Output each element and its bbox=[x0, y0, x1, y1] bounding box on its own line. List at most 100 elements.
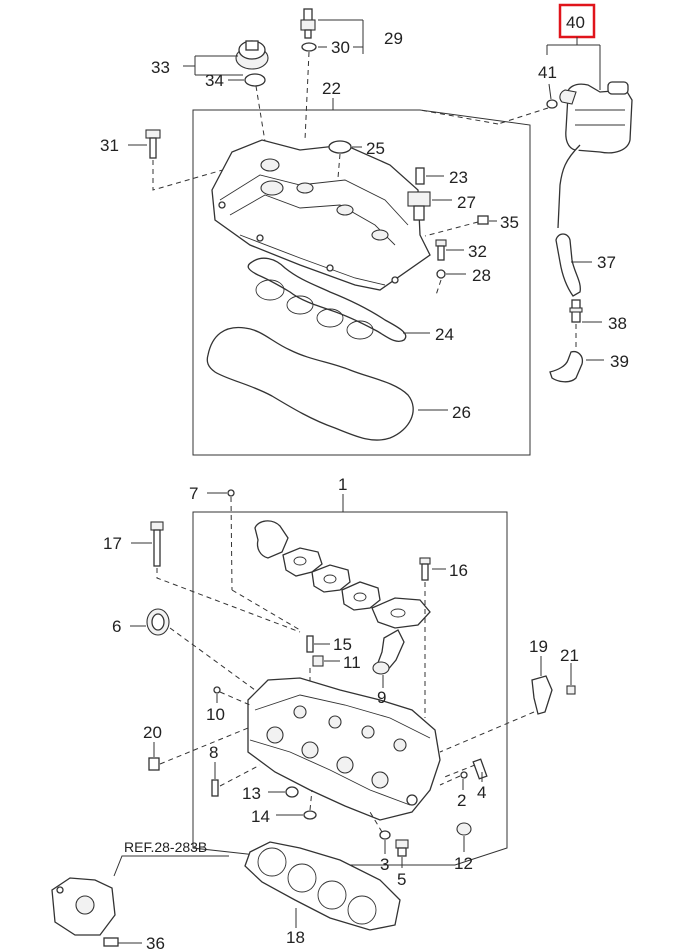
callout-29: 29 bbox=[384, 29, 403, 48]
callout-40: 40 bbox=[566, 13, 585, 32]
bolt-23 bbox=[415, 167, 425, 185]
cap-gasket bbox=[244, 73, 266, 87]
bolt-36 bbox=[103, 937, 119, 947]
plug-5 bbox=[395, 839, 409, 857]
callout-23: 23 bbox=[449, 168, 468, 187]
dash-4 bbox=[441, 764, 476, 779]
cylinder-head-gasket bbox=[244, 841, 401, 931]
water-outlet-fitting bbox=[372, 629, 405, 675]
callout-10: 10 bbox=[206, 705, 225, 724]
callout-36: 36 bbox=[146, 934, 165, 950]
callout-19: 19 bbox=[529, 637, 548, 656]
plug-11 bbox=[312, 655, 324, 667]
cap-bolt bbox=[419, 557, 431, 581]
leader-33 bbox=[183, 55, 243, 76]
ref-component bbox=[51, 877, 116, 936]
washer-41 bbox=[546, 99, 558, 109]
dash-35 bbox=[424, 221, 479, 237]
dash-31 bbox=[152, 160, 241, 191]
callout-17: 17 bbox=[103, 534, 122, 553]
callout-21: 21 bbox=[560, 646, 579, 665]
callout-20: 20 bbox=[143, 723, 162, 742]
leader-41 bbox=[548, 83, 552, 100]
seal-3 bbox=[379, 830, 391, 840]
callout-9: 9 bbox=[377, 688, 386, 707]
dash-28 bbox=[435, 279, 442, 296]
seal-14 bbox=[303, 810, 317, 820]
callout-15: 15 bbox=[333, 635, 352, 654]
callout-26: 26 bbox=[452, 403, 471, 422]
hose-connector bbox=[569, 299, 583, 323]
callout-11: 11 bbox=[343, 653, 361, 672]
dash-17 bbox=[156, 568, 301, 633]
stud-15 bbox=[306, 635, 314, 653]
breather-pipe bbox=[557, 144, 581, 229]
callout-7: 7 bbox=[189, 484, 198, 503]
dash-6 bbox=[169, 627, 256, 691]
bolt-21 bbox=[566, 685, 576, 695]
return-hose bbox=[549, 350, 584, 383]
ref-leader bbox=[113, 855, 229, 877]
callout-34: 34 bbox=[205, 71, 224, 90]
dash-2 bbox=[439, 775, 461, 786]
dash-7b bbox=[231, 589, 301, 631]
callout-39: 39 bbox=[610, 352, 629, 371]
callout-13: 13 bbox=[242, 784, 261, 803]
callout-1: 1 bbox=[338, 475, 347, 494]
callout-25: 25 bbox=[366, 139, 385, 158]
head-bolt bbox=[150, 521, 164, 567]
lifting-bracket bbox=[531, 675, 553, 715]
callout-33: 33 bbox=[151, 58, 170, 77]
bolt-35 bbox=[477, 215, 489, 225]
callout-35: 35 bbox=[500, 213, 519, 232]
cover-gasket bbox=[206, 326, 414, 441]
dash-20 bbox=[159, 727, 249, 765]
dash-3 bbox=[369, 811, 383, 833]
cylinder-head-cover bbox=[211, 139, 431, 291]
callout-22: 22 bbox=[322, 79, 341, 98]
dowel-pin bbox=[227, 489, 235, 497]
camshaft-oil-seal bbox=[146, 608, 170, 636]
head-group-frame bbox=[192, 511, 508, 866]
callout-5: 5 bbox=[397, 870, 406, 889]
bolt-32 bbox=[435, 239, 447, 261]
dash-10 bbox=[219, 691, 251, 706]
bolt-20 bbox=[148, 757, 160, 771]
dash-34 bbox=[255, 85, 269, 161]
washer-28 bbox=[436, 269, 446, 279]
cylinder-head bbox=[247, 677, 441, 821]
plug-12 bbox=[456, 822, 472, 836]
callout-31: 31 bbox=[100, 136, 119, 155]
cover-seal bbox=[328, 140, 352, 154]
dash-7 bbox=[230, 496, 233, 591]
pin-2 bbox=[460, 771, 468, 779]
callout-38: 38 bbox=[608, 314, 627, 333]
callout-8: 8 bbox=[209, 743, 218, 762]
plug-washer bbox=[301, 42, 317, 52]
breather-hose bbox=[555, 233, 581, 297]
cover-bolt bbox=[145, 129, 161, 159]
callout-3: 3 bbox=[380, 855, 389, 874]
cover-group-frame bbox=[192, 109, 531, 456]
callout-24: 24 bbox=[435, 325, 454, 344]
seal-13 bbox=[285, 786, 299, 798]
callout-41: 41 bbox=[538, 63, 557, 82]
breather-plug bbox=[300, 8, 316, 39]
callout-32: 32 bbox=[468, 242, 487, 261]
callout-12: 12 bbox=[454, 854, 473, 873]
dash-19 bbox=[439, 711, 535, 753]
callout-6: 6 bbox=[112, 617, 121, 636]
callout-4: 4 bbox=[477, 783, 486, 802]
oil-filler-cap bbox=[235, 40, 269, 70]
stud-8 bbox=[211, 779, 219, 797]
dash-8 bbox=[219, 764, 261, 787]
callout-30: 30 bbox=[331, 38, 350, 57]
dash-41b bbox=[419, 109, 499, 125]
reference-note: REF.28-283B bbox=[124, 839, 207, 855]
callout-37: 37 bbox=[597, 253, 616, 272]
leader-40 bbox=[546, 37, 601, 90]
callout-28: 28 bbox=[472, 266, 491, 285]
dash-25 bbox=[337, 153, 341, 179]
leader-29-30 bbox=[318, 19, 364, 54]
